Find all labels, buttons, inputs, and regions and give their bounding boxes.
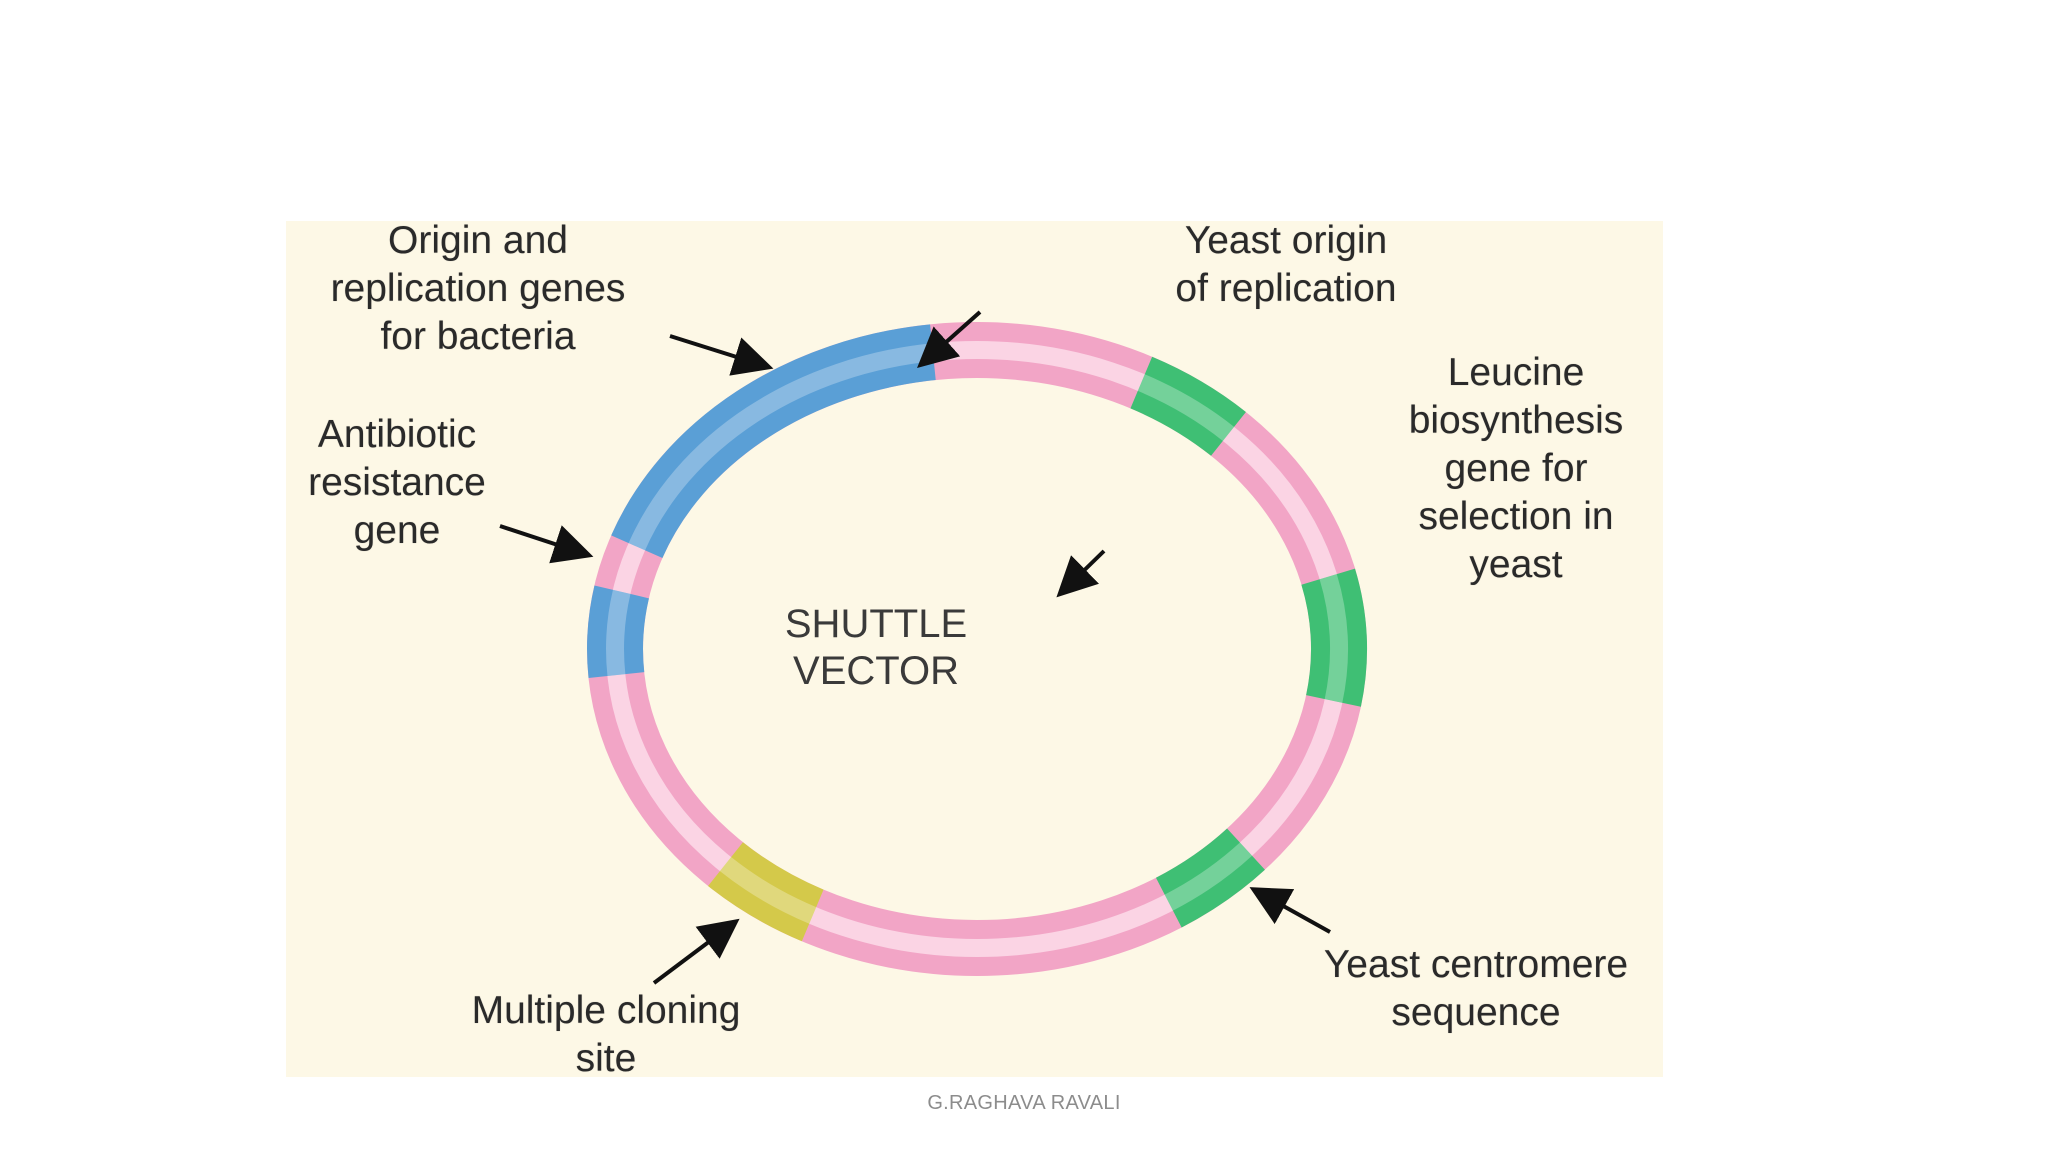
label-line: replication genes	[330, 267, 626, 310]
label-line: for bacteria	[380, 315, 576, 358]
segment-antibiotic-highlight	[606, 589, 631, 677]
arrow-leucine	[1056, 549, 1106, 598]
label-line: Antibiotic	[317, 413, 477, 456]
label-line: site	[575, 1037, 637, 1077]
segment-cloning-site-highlight	[719, 857, 817, 924]
shuttle-vector-diagram: SHUTTLE VECTOR Origin and replication ge…	[286, 221, 1663, 1077]
footer-author: G.RAGHAVA RAVALI	[927, 1092, 1121, 1114]
segment-yeast-origin	[1130, 356, 1246, 457]
label-line: biosynthesis	[1408, 399, 1624, 442]
label-antibiotic: Antibiotic resistance gene	[286, 411, 512, 555]
segment-centromere	[1155, 828, 1265, 928]
label-line: gene	[353, 509, 441, 552]
plasmid-segments	[587, 324, 1367, 942]
label-line: Origin and	[388, 221, 568, 262]
center-title-line: VECTOR	[793, 649, 959, 693]
segment-cloning-site	[708, 841, 824, 942]
label-line: resistance	[308, 461, 486, 504]
segment-bacteria-origin-highlight	[628, 343, 934, 551]
label-line: Leucine	[1447, 351, 1585, 394]
arrow-antibiotic	[499, 524, 594, 564]
label-bacteria-origin: Origin and replication genes for bacteri…	[298, 221, 658, 361]
label-line: yeast	[1469, 543, 1563, 586]
segment-antibiotic	[587, 585, 650, 679]
segment-bacteria-origin	[611, 324, 936, 559]
segment-leucine	[1301, 568, 1367, 707]
label-line: selection in	[1418, 495, 1614, 538]
arrow-yeast-origin	[917, 310, 982, 368]
label-line: of replication	[1175, 267, 1397, 310]
segment-centromere-highlight	[1164, 842, 1253, 911]
label-cloning-site: Multiple cloning site	[436, 987, 776, 1077]
label-line: Yeast origin	[1184, 221, 1388, 262]
label-line: gene for	[1444, 447, 1588, 490]
segment-yeast-origin-highlight	[1137, 374, 1235, 441]
label-line: Yeast centromere	[1323, 943, 1629, 986]
arrow-bacteria-origin	[669, 334, 774, 376]
label-centromere: Yeast centromere sequence	[1286, 941, 1663, 1037]
center-title-line: SHUTTLE	[784, 602, 968, 646]
label-line: sequence	[1391, 991, 1561, 1034]
center-title: SHUTTLE VECTOR	[726, 601, 1026, 695]
label-yeast-origin: Yeast origin of replication	[1136, 221, 1436, 313]
segment-leucine-highlight	[1319, 574, 1348, 703]
label-line: Multiple cloning	[471, 989, 741, 1032]
plasmid-ring-graphic	[499, 310, 1367, 985]
arrow-cloning-site	[652, 918, 740, 985]
label-leucine: Leucine biosynthesis gene for selection …	[1376, 349, 1656, 589]
arrow-centromere	[1249, 887, 1331, 934]
